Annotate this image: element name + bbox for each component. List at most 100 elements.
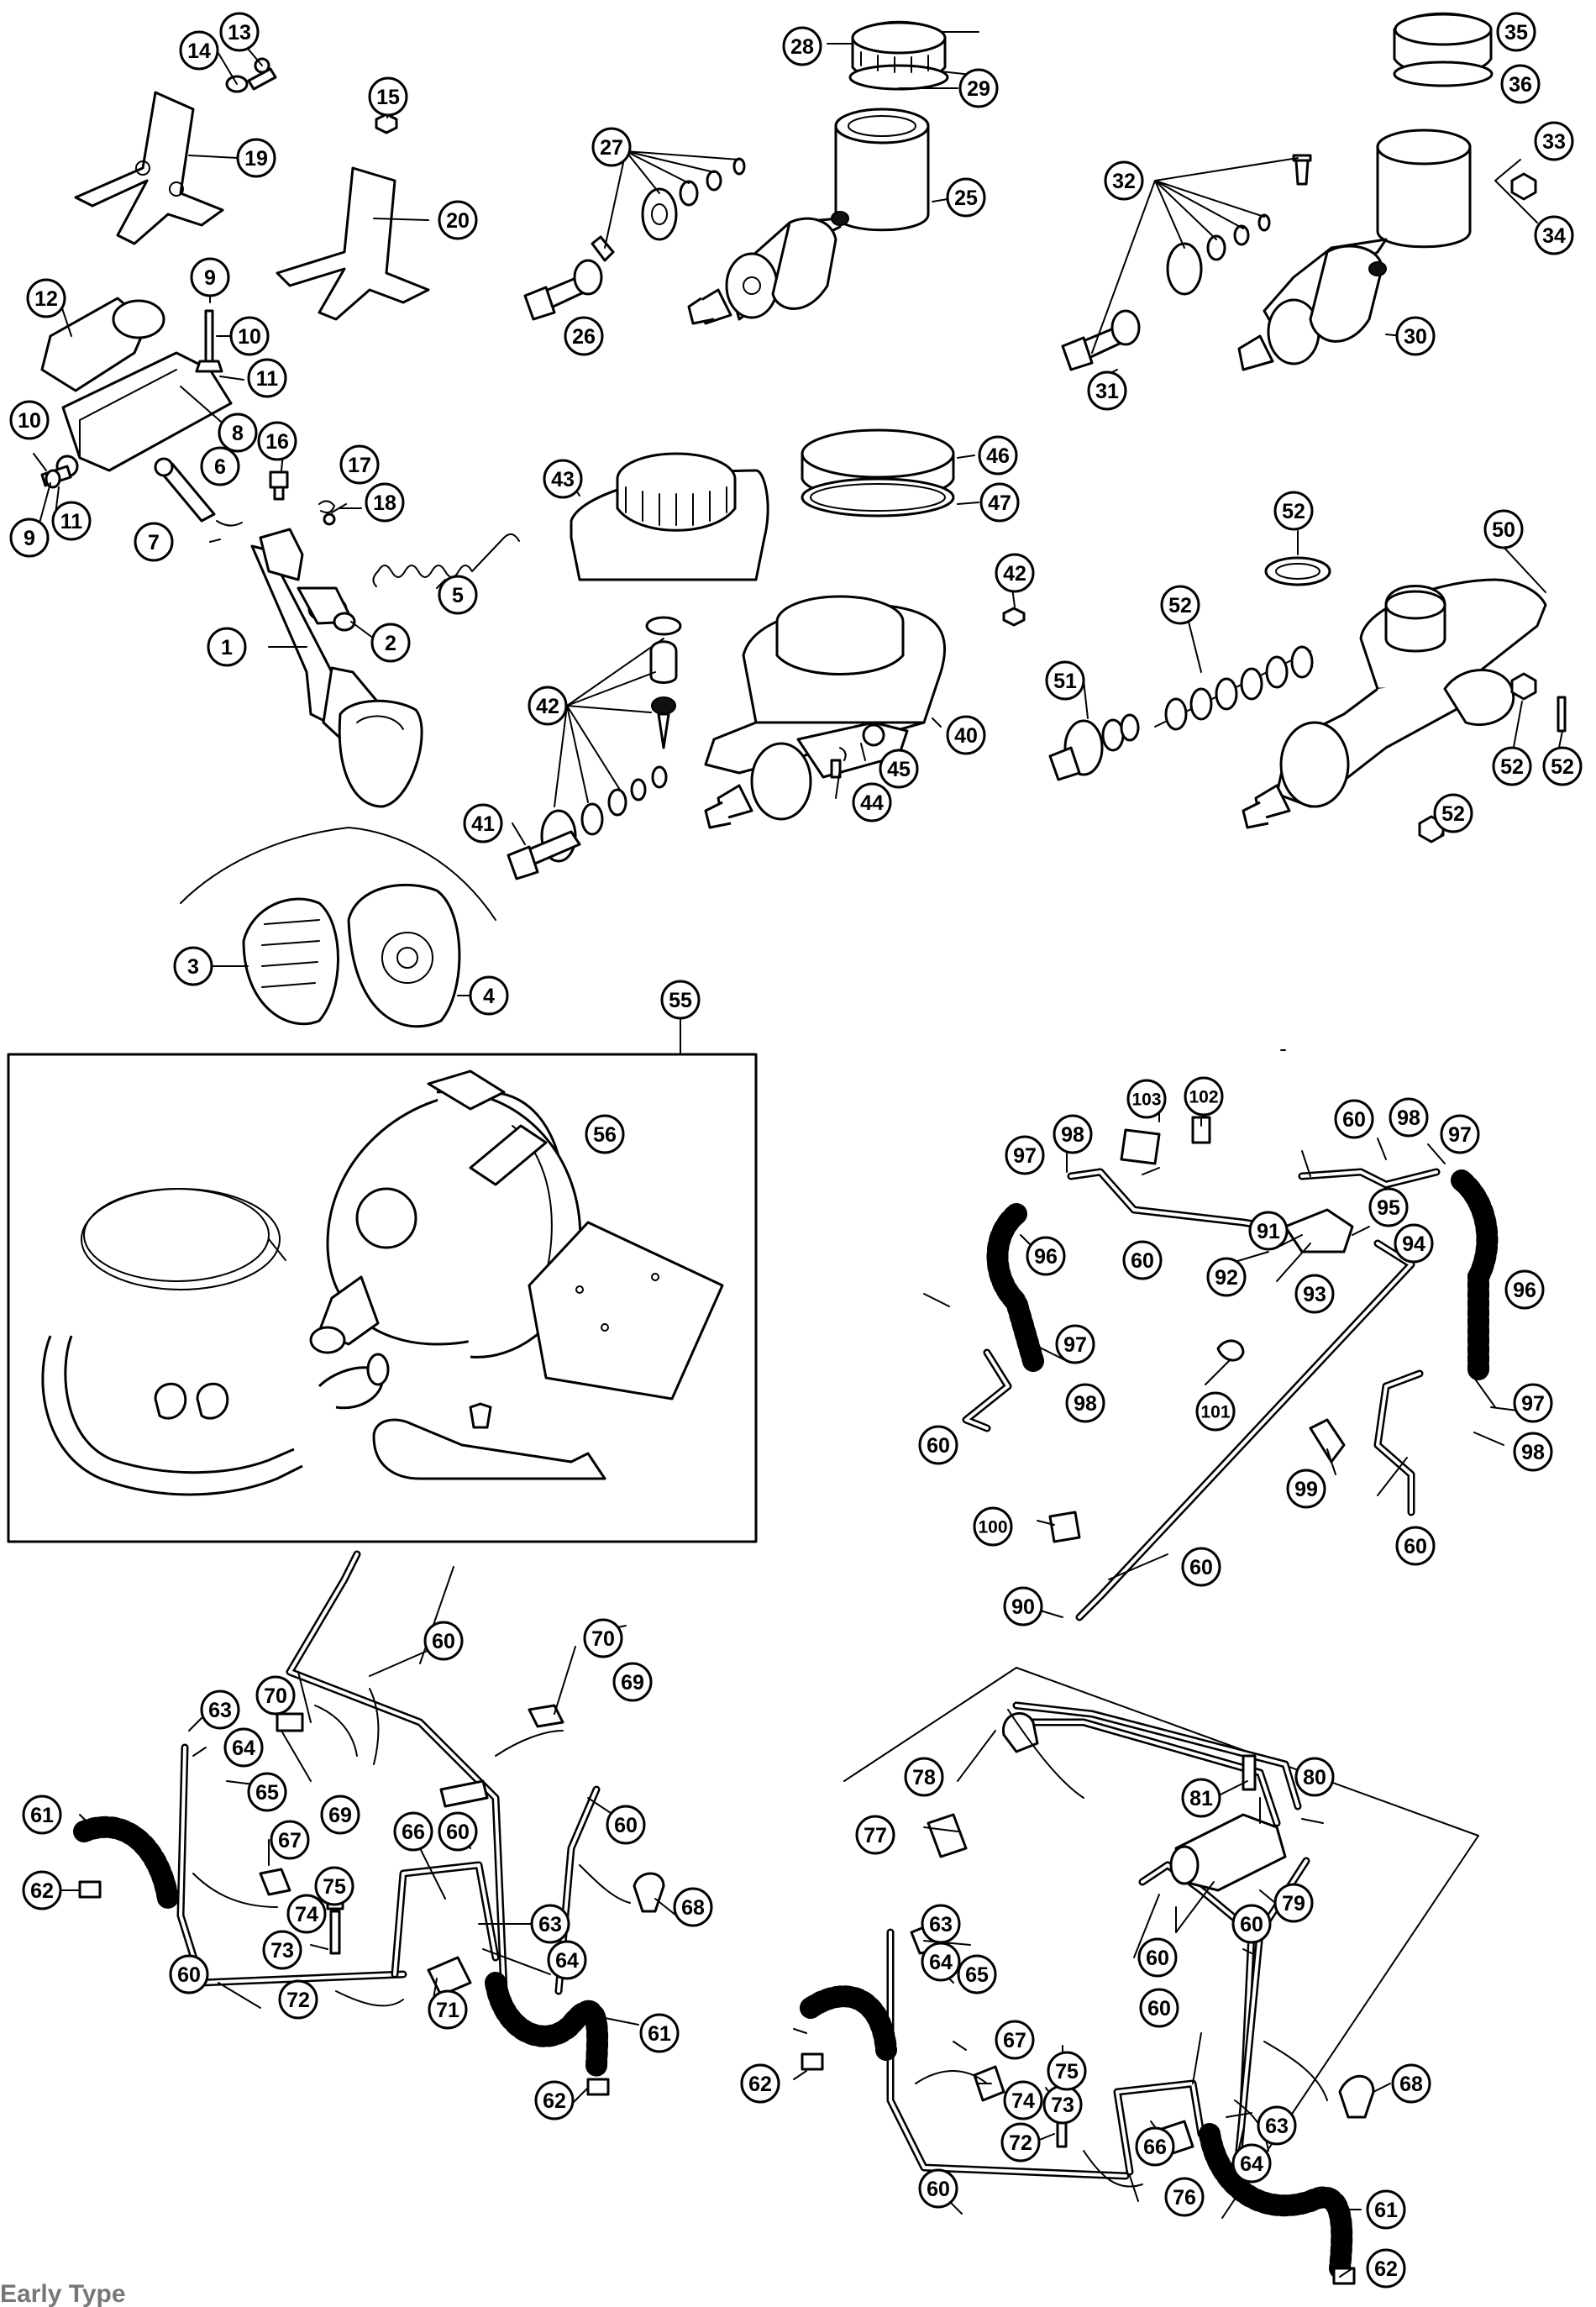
svg-text:93: 93 [1303, 1283, 1326, 1306]
callout-74: 74 [286, 1894, 327, 1934]
callout-60: 60 [918, 1425, 958, 1465]
svg-text:74: 74 [1011, 2089, 1035, 2113]
callout-78: 78 [904, 1757, 944, 1797]
callout-60: 60 [918, 2168, 958, 2209]
svg-text:31: 31 [1095, 380, 1119, 403]
callout-66: 66 [1135, 2126, 1175, 2167]
callout-73: 73 [1042, 2084, 1083, 2125]
svg-text:56: 56 [593, 1123, 617, 1147]
seal-kit-32 [1166, 154, 1312, 296]
svg-text:15: 15 [376, 86, 400, 109]
svg-text:97: 97 [1521, 1392, 1545, 1416]
callout-64: 64 [1231, 2143, 1272, 2184]
svg-text:30: 30 [1404, 325, 1427, 349]
svg-text:55: 55 [669, 989, 692, 1012]
callout-91: 91 [1248, 1211, 1289, 1251]
pushrod-51 [1048, 713, 1140, 781]
callout-60: 60 [438, 1811, 478, 1852]
pedal-pad-3 [242, 897, 339, 1026]
callout-80: 80 [1294, 1757, 1335, 1797]
callout-19: 19 [236, 138, 276, 178]
svg-text:60: 60 [1131, 1249, 1154, 1273]
svg-text:96: 96 [1034, 1245, 1058, 1269]
callout-35: 35 [1496, 12, 1536, 52]
callout-51: 51 [1045, 660, 1085, 701]
svg-text:25: 25 [954, 187, 978, 210]
callout-75: 75 [1047, 2051, 1087, 2091]
svg-text:60: 60 [1240, 1913, 1263, 1937]
callout-46: 46 [978, 435, 1018, 476]
lower-right-guides [915, 1709, 1328, 2188]
svg-text:97: 97 [1063, 1333, 1087, 1357]
callout-75: 75 [314, 1866, 354, 1906]
servo-kit-frame [7, 1053, 758, 1543]
svg-text:102: 102 [1189, 1088, 1218, 1107]
callout-60: 60 [1181, 1547, 1221, 1587]
callout-17: 17 [339, 444, 380, 485]
svg-text:62: 62 [30, 1879, 54, 1903]
callout-32: 32 [1104, 160, 1144, 201]
callout-61: 61 [1366, 2189, 1406, 2230]
callout-62: 62 [1366, 2248, 1406, 2289]
svg-text:63: 63 [208, 1699, 232, 1722]
svg-text:63: 63 [1265, 2115, 1289, 2138]
callout-102: 102 [1184, 1076, 1224, 1117]
callout-60: 60 [169, 1954, 209, 1994]
svg-text:19: 19 [244, 147, 268, 171]
svg-text:63: 63 [929, 1913, 953, 1937]
svg-text:65: 65 [965, 1963, 989, 1987]
brake-pipes-lower-left [73, 1550, 665, 2096]
svg-text:16: 16 [265, 430, 289, 454]
svg-text:94: 94 [1402, 1232, 1425, 1256]
callout-47: 47 [979, 482, 1020, 523]
svg-text:98: 98 [1397, 1106, 1420, 1130]
svg-text:60: 60 [1404, 1535, 1427, 1558]
svg-text:64: 64 [1240, 2152, 1263, 2176]
svg-text:8: 8 [232, 422, 244, 445]
svg-text:18: 18 [373, 491, 396, 515]
callout-92: 92 [1206, 1257, 1247, 1297]
callout-98: 98 [1053, 1114, 1093, 1154]
bolt-16 [269, 470, 289, 501]
svg-text:60: 60 [1146, 1947, 1169, 1970]
hose-clips [154, 1382, 229, 1420]
svg-text:68: 68 [1399, 2073, 1423, 2096]
svg-text:97: 97 [1448, 1123, 1472, 1147]
callout-26: 26 [564, 316, 604, 356]
svg-text:26: 26 [572, 325, 596, 349]
callout-70: 70 [255, 1675, 296, 1716]
svg-text:34: 34 [1542, 224, 1566, 248]
svg-text:62: 62 [543, 2089, 566, 2113]
callout-66: 66 [393, 1811, 433, 1852]
pushrod-26 [523, 259, 603, 321]
master-cylinder-25 [687, 108, 930, 325]
callout-50: 50 [1483, 509, 1524, 549]
callout-60: 60 [423, 1621, 464, 1661]
svg-text:40: 40 [954, 724, 978, 748]
callout-60: 60 [1334, 1099, 1374, 1139]
svg-text:77: 77 [864, 1824, 887, 1847]
svg-text:60: 60 [927, 1434, 950, 1458]
svg-text:20: 20 [446, 209, 470, 233]
callout-14: 14 [179, 30, 219, 71]
callout-13: 13 [219, 12, 260, 52]
svg-text:60: 60 [927, 2178, 950, 2201]
callout-55: 55 [660, 980, 701, 1020]
svg-text:76: 76 [1173, 2186, 1196, 2210]
reservoir-cap-28-29 [848, 20, 949, 91]
svg-text:10: 10 [238, 325, 261, 349]
callout-20: 20 [438, 200, 478, 240]
callout-42: 42 [528, 686, 568, 726]
svg-text:65: 65 [255, 1781, 279, 1805]
brake-pipes-lower-right [800, 1701, 1375, 2285]
svg-text:68: 68 [681, 1896, 705, 1920]
svg-text:62: 62 [748, 2073, 772, 2096]
svg-text:64: 64 [929, 1951, 953, 1974]
svg-text:73: 73 [1051, 2094, 1074, 2117]
pedal-bracket-20 [276, 166, 430, 321]
svg-text:98: 98 [1521, 1441, 1545, 1464]
callout-68: 68 [673, 1887, 713, 1927]
callout-98: 98 [1389, 1097, 1429, 1138]
callout-11: 11 [51, 501, 92, 541]
nut-15 [375, 113, 398, 134]
